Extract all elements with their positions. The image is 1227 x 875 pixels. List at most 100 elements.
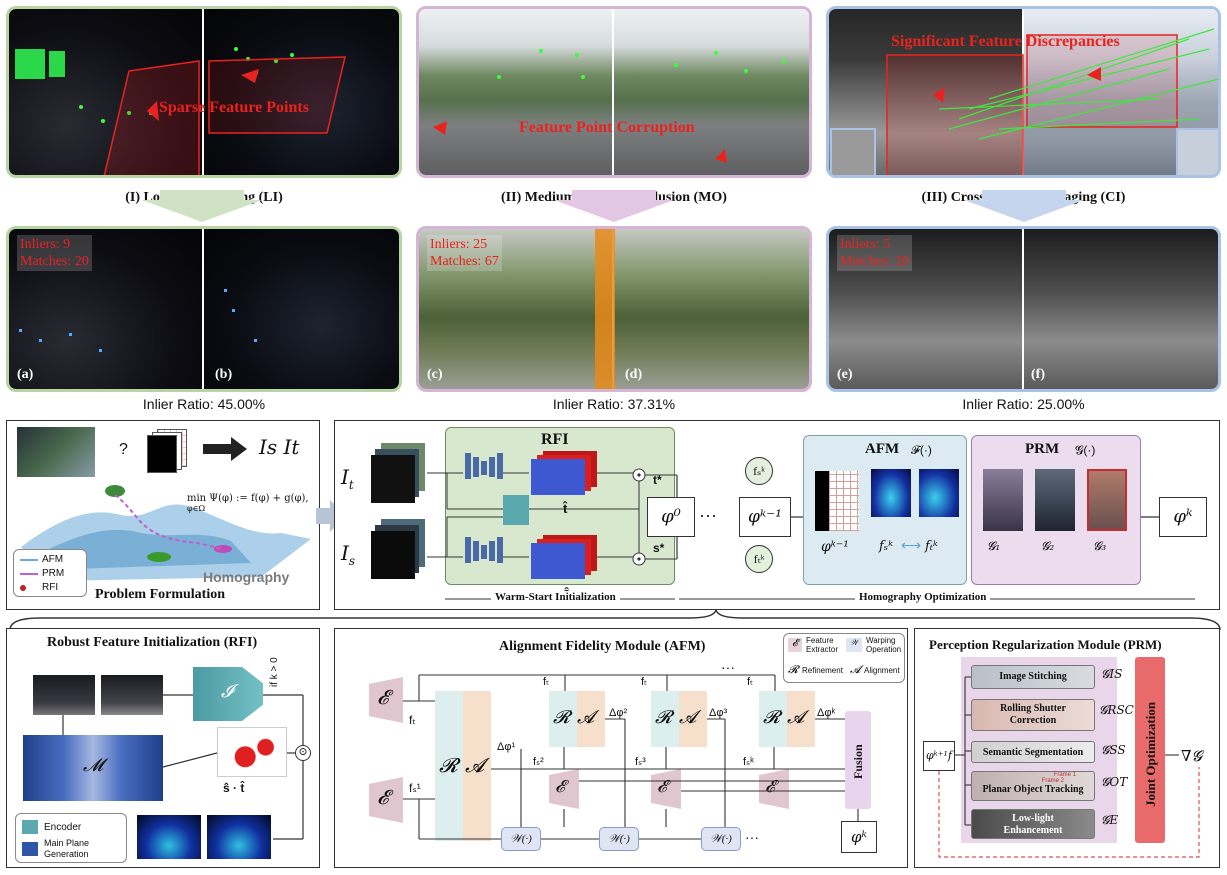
- label-e: (e): [837, 367, 853, 382]
- ci-feature-image-pair: Significant Feature Discrepancies: [826, 6, 1221, 178]
- gradient-label: ∇𝓖: [1181, 747, 1203, 765]
- extractor-bottom: [369, 777, 403, 823]
- task-image-stitching: Image Stitching: [971, 665, 1095, 689]
- legend-feature: Feature Extractor: [806, 636, 839, 654]
- fs2-label: fₛ²: [533, 756, 544, 768]
- warp-3: 𝒲(·): [701, 827, 741, 851]
- encoder-legend-icon: [22, 820, 38, 834]
- legend-afm: AFM: [42, 554, 64, 565]
- warm-start-label: Warm-Start Initialization: [491, 591, 620, 603]
- li-inlier-ratio: Inlier Ratio: 45.00%: [142, 396, 266, 412]
- t-hat: t̂: [563, 501, 568, 516]
- legend: AFM PRM RFI: [13, 549, 87, 597]
- g1-label: 𝓖₁: [987, 539, 1001, 553]
- legend-alignment: Alignment: [864, 666, 900, 675]
- phi0-box: φ⁰: [647, 497, 695, 537]
- li-feature-image-pair: Sparse Feature Points: [6, 6, 402, 178]
- afm-feat-s: [871, 469, 911, 517]
- label-d: (d): [625, 367, 643, 382]
- prm-function: 𝓖(·): [1075, 443, 1096, 457]
- problem-formulation-panel: ? Is It min Ψ(φ) := f(φ) + g(φ), φ∈Ω Hom…: [6, 420, 320, 610]
- joint-optimization-block: [1135, 657, 1165, 843]
- rfi-detail-title: Robust Feature Initialization (RFI): [47, 635, 258, 650]
- rfi-output-1: [137, 815, 201, 859]
- prm-region-title: PRM: [1025, 441, 1060, 457]
- rfi-output-2: [207, 815, 271, 859]
- extractor-k: [759, 769, 789, 809]
- fs-k-node: fₛᵏ: [745, 457, 773, 485]
- warping-icon: 𝒲: [846, 638, 862, 652]
- legend-mpg: Main Plane Generation: [44, 838, 90, 859]
- rfi-detail-panel: Robust Feature Initialization (RFI) 𝓘 if…: [6, 628, 320, 868]
- ci-inlier-ratio: Inlier Ratio: 25.00%: [962, 396, 1085, 412]
- ci-inliers: Inliers: 5: [840, 237, 891, 252]
- phik1-box: φᵏ⁻¹: [739, 497, 791, 537]
- extractor-top: [369, 677, 403, 723]
- mo-matches: Matches: 67: [430, 254, 499, 269]
- pipeline-arrows: [445, 475, 1195, 600]
- pipeline-panel: RFI It Is: [334, 420, 1220, 610]
- is-to-it: Is It: [259, 435, 300, 459]
- mo-left-image: [419, 9, 614, 175]
- input-thumbnails: [17, 427, 95, 477]
- afm-fs: fₛᵏ: [879, 539, 893, 554]
- li-right-image: [204, 9, 399, 175]
- ft-left: fₜ: [409, 713, 416, 727]
- st-label: ŝ · t̂: [223, 781, 245, 795]
- mo-feature-image-pair: Feature Point Corruption: [416, 6, 812, 178]
- delta-3: Δφ³: [709, 707, 728, 719]
- phik-output-box: φᵏ: [1159, 497, 1207, 537]
- afm-detail-panel: Alignment Fidelity Module (AFM) 𝓔 Featur…: [334, 628, 908, 868]
- afm-region-title: AFM: [865, 441, 900, 457]
- afm-phik-box: φᵏ: [841, 821, 877, 853]
- prm-detail-panel: Perception Regularization Module (PRM) φ…: [914, 628, 1220, 868]
- brace: [9, 610, 1221, 631]
- encoder-block: [193, 667, 263, 721]
- li-inliers: Inliers: 9: [20, 237, 71, 252]
- task-planar-tracking: Frame 1 Frame 2 Planar Object Tracking: [971, 771, 1095, 801]
- delta-k: Δφᵏ: [817, 707, 836, 719]
- fs3-label: fₛ³: [635, 756, 646, 768]
- objective: min Ψ(φ) := f(φ) + g(φ), φ∈Ω: [187, 493, 309, 513]
- mo-right-image: [614, 9, 809, 175]
- rfi-network: [427, 451, 678, 579]
- loss-is: 𝓖IS: [1101, 667, 1123, 681]
- t-star: t*: [653, 473, 662, 487]
- ra-block-3: [651, 691, 707, 747]
- li-left-image: [9, 9, 204, 175]
- li-overlay: [103, 56, 346, 175]
- target-stack: [371, 443, 427, 503]
- refinement-icon: 𝓡: [788, 664, 799, 676]
- legend-rfi: RFI: [42, 582, 59, 593]
- ft-3: fₜ: [641, 676, 648, 688]
- rfi-legend: Encoder Main Plane Generation: [15, 813, 127, 863]
- prm-arrows: [938, 676, 1200, 858]
- ci-annotation: Significant Feature Discrepancies: [891, 33, 1120, 50]
- ra-block-k: [759, 691, 815, 747]
- ft-2: fₜ: [543, 676, 550, 688]
- ra-block-2: [549, 691, 605, 747]
- loss-rsc: 𝓖RSC: [1099, 703, 1134, 717]
- g3-label: 𝓖₃: [1093, 539, 1107, 553]
- s-star: s*: [653, 541, 665, 555]
- afm-feat-t: [919, 469, 959, 517]
- rfi-label: RFI: [541, 431, 569, 448]
- it-label: It: [341, 465, 354, 492]
- task-low-light: Low-light Enhancement: [971, 809, 1095, 839]
- mpg-symbol: 𝓜: [83, 755, 104, 776]
- plane-mask: [217, 727, 287, 777]
- ft-k-node: fₜᵏ: [745, 545, 773, 573]
- task-rolling-shutter: Rolling Shutter Correction: [971, 699, 1095, 731]
- homography-opt-label: Homography Optimization: [855, 591, 991, 603]
- prm-thumb-1: [983, 469, 1023, 531]
- question-mark: ?: [119, 441, 128, 458]
- fs1-left: fₛ¹: [409, 781, 421, 795]
- afm-bottom-dots: ···: [745, 829, 759, 845]
- delta-2: Δφ²: [609, 707, 628, 719]
- warped-stack: [147, 429, 189, 473]
- rfi-input-2: [101, 675, 163, 715]
- label-a: (a): [17, 367, 34, 382]
- label-c: (c): [427, 367, 443, 382]
- loss-landscape: [21, 485, 311, 581]
- warp-1: 𝒲(·): [501, 827, 541, 851]
